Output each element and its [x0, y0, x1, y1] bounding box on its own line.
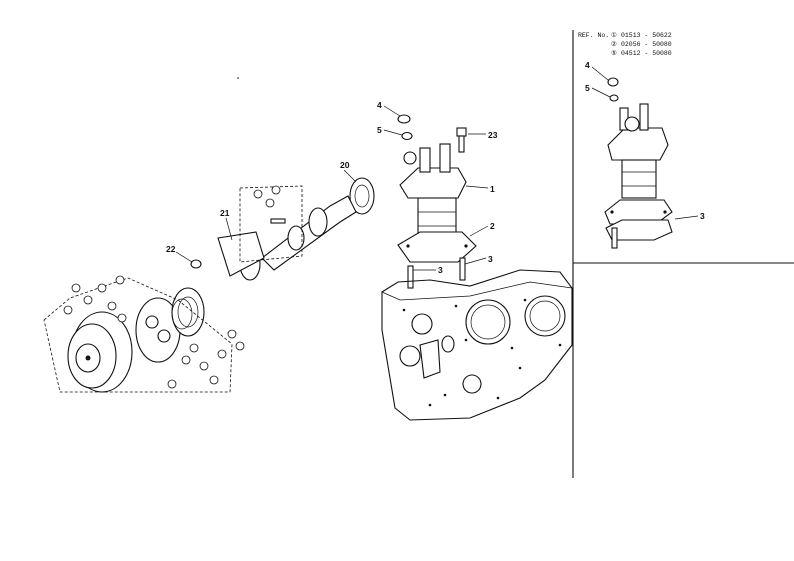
- delivery-valve-holder-2: [439, 143, 451, 173]
- ref-mark-2: ②: [611, 40, 617, 48]
- inset-reference-table: REF. No. ① 01513 - 50622 ② 02056 - 50080…: [578, 31, 672, 57]
- inset-stud: [611, 227, 618, 249]
- pump-port: [441, 335, 455, 353]
- ref-code-3: 04512 - 50080: [621, 50, 672, 57]
- nut: [397, 114, 411, 124]
- bearing-20: [349, 177, 375, 215]
- inset-frame: [572, 30, 794, 478]
- delivery-valve-holder: [419, 147, 431, 173]
- inset-flange: [604, 199, 673, 225]
- inset-pump-body: [621, 159, 657, 199]
- inset-pump-head: [607, 127, 669, 161]
- inset-fitting: [624, 116, 640, 132]
- callout-23: 23: [488, 130, 498, 140]
- governor-sleeve: [171, 287, 205, 337]
- inset-callout-4: 4: [585, 60, 590, 70]
- callout-20: 20: [340, 160, 350, 170]
- inset-callout-5: 5: [585, 83, 590, 93]
- inset-washer: [609, 94, 619, 102]
- callout-4: 4: [377, 100, 382, 110]
- cam-lobe-2: [287, 225, 305, 251]
- stud-left: [407, 265, 414, 289]
- callout-3: 3: [488, 254, 493, 264]
- stud-right: [459, 257, 466, 281]
- washer: [401, 131, 413, 141]
- camshaft-assembly: 20 21 22: [166, 160, 375, 281]
- camshaft: [261, 195, 357, 271]
- injection-pump: 4 5 23 1 2 3 3: [377, 100, 498, 289]
- cylinder-bore-2: [524, 295, 566, 337]
- bleed-screw: [458, 135, 465, 153]
- key: [270, 218, 286, 224]
- shim-gasket: [397, 231, 477, 263]
- callout-1: 1: [490, 184, 495, 194]
- ref-code-1: 01513 - 50622: [621, 32, 672, 39]
- inset-nut: [607, 77, 619, 87]
- cam-lobe: [308, 207, 328, 237]
- inset-delivery-valve-2: [639, 103, 649, 131]
- callout-21: 21: [220, 208, 230, 218]
- ref-code-2: 02056 - 50080: [621, 41, 672, 48]
- inset-callout-3: 3: [700, 211, 705, 221]
- callout-2: 2: [490, 221, 495, 231]
- ref-mark-1: ①: [611, 31, 617, 39]
- bearing-stopper-21: [217, 231, 265, 277]
- inset-injection-pump: 4 5 3: [585, 60, 705, 249]
- gear-assembly: [43, 275, 245, 393]
- cylinder-bore-1: [465, 299, 511, 345]
- callout-3-stud: 3: [438, 265, 443, 275]
- bolt-22: [190, 259, 202, 269]
- pump-head: [399, 167, 467, 199]
- bleed-screw-head: [456, 127, 467, 137]
- ref-no-label: REF. No.: [578, 32, 609, 39]
- engine-block: [381, 269, 573, 421]
- callout-22: 22: [166, 244, 176, 254]
- callout-5: 5: [377, 125, 382, 135]
- ref-mark-3: ⑤: [611, 49, 617, 57]
- fuel-fitting: [403, 151, 417, 165]
